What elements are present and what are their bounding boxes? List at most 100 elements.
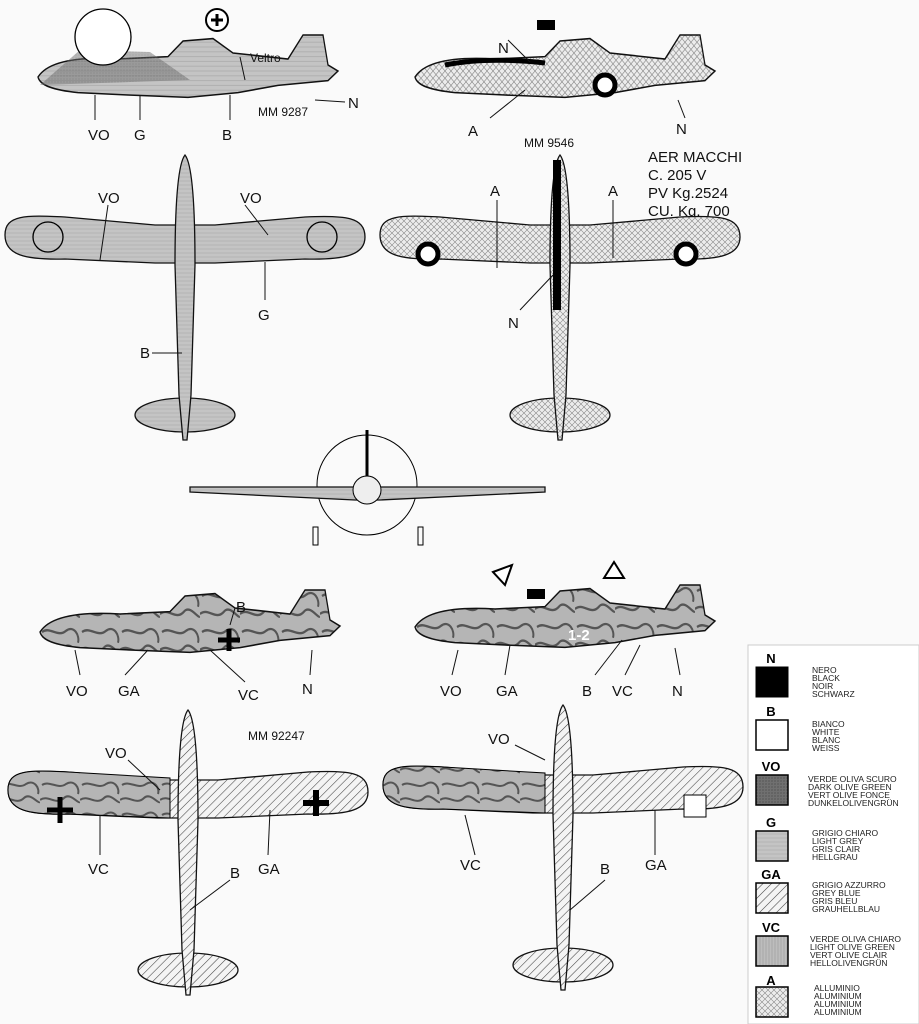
- diagram-label: CU. Kg. 700: [648, 203, 730, 220]
- diagram-label: G: [134, 127, 146, 144]
- diagram-shape: [527, 589, 545, 599]
- diagram-label: ALUMINIUM: [814, 991, 862, 1001]
- diagram-label: AER MACCHI: [648, 149, 742, 166]
- diagram-label: NERO: [812, 665, 837, 675]
- diagram-label: VO: [66, 683, 88, 700]
- leader-line: [624, 644, 641, 676]
- diagram-shape: [417, 526, 424, 546]
- profile-side-mm9287: VO G B N Veltro MM 9287: [37, 8, 359, 144]
- diagram-label: VO: [98, 190, 120, 207]
- diagram-shape: [306, 221, 338, 253]
- leader-line: [124, 649, 149, 676]
- diagram-label: MM 9546: [524, 136, 574, 150]
- diagram-label: GA: [761, 867, 781, 882]
- diagram-shape: [4, 154, 366, 441]
- diagram-label: BLACK: [812, 673, 840, 683]
- diagram-label: B: [222, 127, 232, 144]
- diagram-label: VERDE OLIVA SCURO: [808, 774, 897, 784]
- leader-line: [99, 204, 109, 261]
- profile-side-1-2: 1-2 VO GA B VC N: [414, 560, 716, 700]
- diagram-shape: [7, 709, 369, 996]
- diagram-label: A: [468, 123, 478, 140]
- leader-line: [677, 99, 686, 119]
- leader-line: [189, 879, 231, 911]
- diagram-shape: [491, 563, 514, 587]
- leader-line: [74, 649, 81, 676]
- diagram-label: N: [676, 121, 687, 138]
- profile-side-mm92247: B VO GA VC N MM 92247: [39, 589, 341, 743]
- leader-line: [244, 204, 269, 236]
- leader-line: [594, 639, 623, 676]
- diagram-shape: [602, 560, 626, 579]
- diagram-label: A: [608, 183, 618, 200]
- diagram-label: ALLUMINIO: [814, 983, 860, 993]
- diagram-label: N: [508, 315, 519, 332]
- diagram-label: WHITE: [812, 727, 840, 737]
- diagram-label: Veltro: [250, 51, 281, 65]
- diagram-shape: [352, 475, 382, 505]
- leader-line: [514, 744, 546, 761]
- diagram-label: HELLOLIVENGRÜN: [810, 958, 887, 968]
- diagram-label: VC: [612, 683, 633, 700]
- diagram-label: GA: [118, 683, 140, 700]
- diagram-label: LIGHT GREY: [812, 836, 864, 846]
- diagram-label: SCHWARZ: [812, 689, 855, 699]
- diagram-label: NOIR: [812, 681, 833, 691]
- diagram-shape: [382, 765, 546, 814]
- leader-line: [127, 759, 161, 791]
- diagram-label: VO: [240, 190, 262, 207]
- diagram-label: VC: [238, 687, 259, 704]
- leader-line: [504, 644, 511, 676]
- diagram-shape: [755, 774, 789, 806]
- diagram-label: A: [490, 183, 500, 200]
- diagram-shape: [303, 790, 329, 816]
- diagram-shape: [312, 526, 319, 546]
- diagram-label: GA: [496, 683, 518, 700]
- diagram-label: LIGHT OLIVE GREEN: [810, 942, 895, 952]
- diagram-shape: [40, 50, 190, 85]
- leader-line: [464, 814, 476, 856]
- diagram-label: B: [582, 683, 592, 700]
- diagram-label: VO: [488, 731, 510, 748]
- diagram-label: VO: [105, 745, 127, 762]
- diagram-shape: [414, 34, 716, 99]
- plan-view-mm92247: VO VC B GA: [7, 709, 369, 996]
- diagram-label: GRIGIO CHIARO: [812, 828, 879, 838]
- diagram-label: N: [498, 40, 509, 57]
- diagram-label: ALUMINIUM: [814, 1007, 862, 1017]
- diagram-label: VERT OLIVE CLAIR: [810, 950, 887, 960]
- diagram-label: ALUMINIUM: [814, 999, 862, 1009]
- diagram-label: N: [348, 95, 359, 112]
- diagram-shape: [444, 57, 546, 68]
- diagram-label: B: [766, 704, 775, 719]
- diagram-shape: [7, 770, 171, 819]
- diagram-label: MM 92247: [248, 729, 305, 743]
- diagram-label: B: [140, 345, 150, 362]
- diagram-label: HELLGRAU: [812, 852, 858, 862]
- diagram-shape: [683, 794, 707, 818]
- diagram-label: VC: [88, 861, 109, 878]
- diagram-shape: [39, 589, 341, 654]
- diagram-label: MM 9287: [258, 105, 308, 119]
- leader-line: [519, 274, 554, 311]
- diagram-shape: [32, 221, 64, 253]
- diagram-label: VO: [440, 683, 462, 700]
- diagram-shape: [415, 241, 441, 267]
- diagram-label: GRIS CLAIR: [812, 844, 860, 854]
- diagram-shape: [537, 20, 555, 30]
- diagram-label: 1-2: [568, 627, 590, 644]
- leader-line: [314, 99, 346, 103]
- diagram-label: GRIGIO AZZURRO: [812, 880, 886, 890]
- diagram-label: B: [230, 865, 240, 882]
- diagram-label: N: [766, 651, 775, 666]
- diagram-label: VC: [762, 920, 781, 935]
- leader-line: [507, 39, 531, 63]
- diagram-label: N: [302, 681, 313, 698]
- diagram-label: VO: [762, 759, 781, 774]
